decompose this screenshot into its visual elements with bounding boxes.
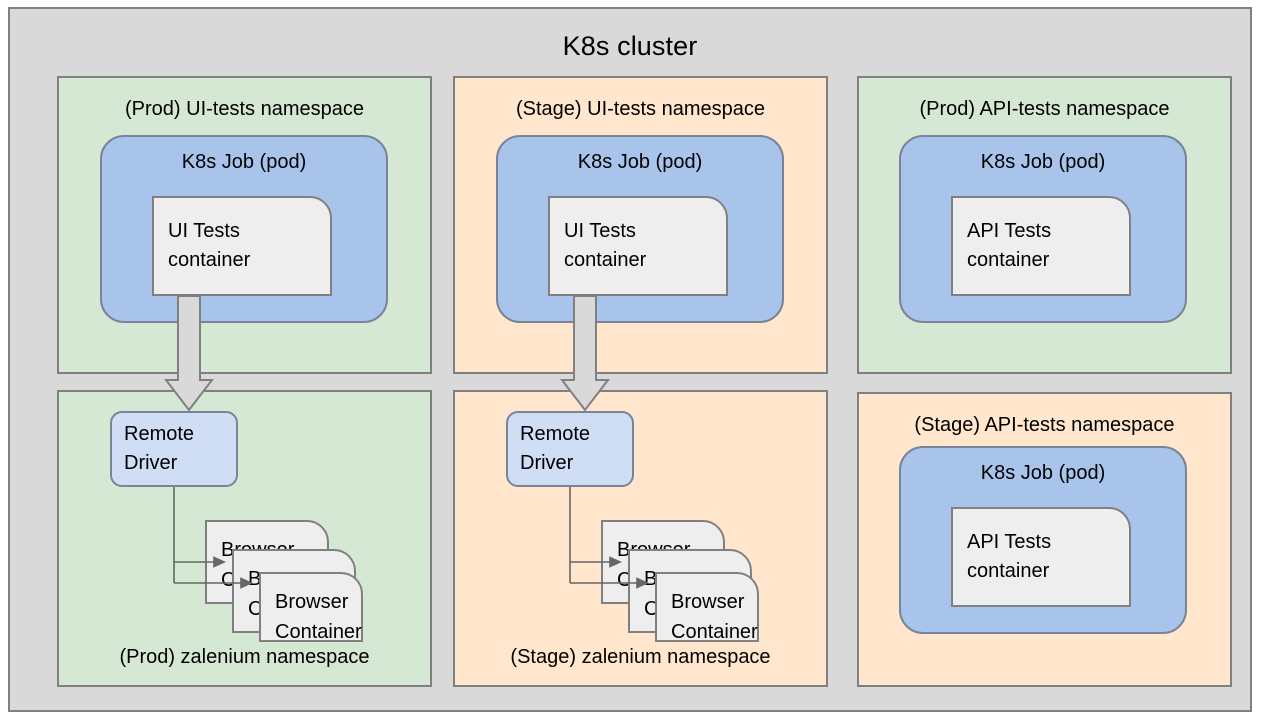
namespace-label: (Stage) API-tests namespace [914,414,1175,436]
browser-container-stage-3: Browser Container [655,572,759,643]
container-prod-ui-tests: UI Tests container [152,196,332,296]
container-label: API Tests container [967,531,1052,582]
namespace-label: (Stage) UI-tests namespace [516,98,765,120]
container-stage-api-tests: API Tests container [951,507,1131,607]
pod-label: K8s Job (pod) [980,462,1106,484]
namespace-label: (Prod) zalenium namespace [119,646,370,668]
browser-container-label: Browser Container [671,591,758,643]
remote-driver-label: Remote Driver [124,423,195,474]
remote-driver-label: Remote Driver [520,423,591,474]
browser-container-prod-3: Browser Container [259,572,363,643]
pod-label: K8s Job (pod) [577,151,703,173]
pod-label: K8s Job (pod) [980,151,1106,173]
cluster-title: K8s cluster [562,31,698,61]
browser-container-label: Browser Container [275,591,362,643]
container-label: UI Tests container [168,220,251,271]
container-prod-api-tests: API Tests container [951,196,1131,296]
container-label: API Tests container [967,220,1052,271]
namespace-label: (Prod) API-tests namespace [919,98,1170,120]
namespace-label: (Stage) zalenium namespace [510,646,771,668]
remote-driver-stage: Remote Driver [506,411,634,487]
container-stage-ui-tests: UI Tests container [548,196,728,296]
remote-driver-prod: Remote Driver [110,411,238,487]
container-label: UI Tests container [564,220,647,271]
namespace-label: (Prod) UI-tests namespace [125,98,364,120]
pod-label: K8s Job (pod) [181,151,307,173]
